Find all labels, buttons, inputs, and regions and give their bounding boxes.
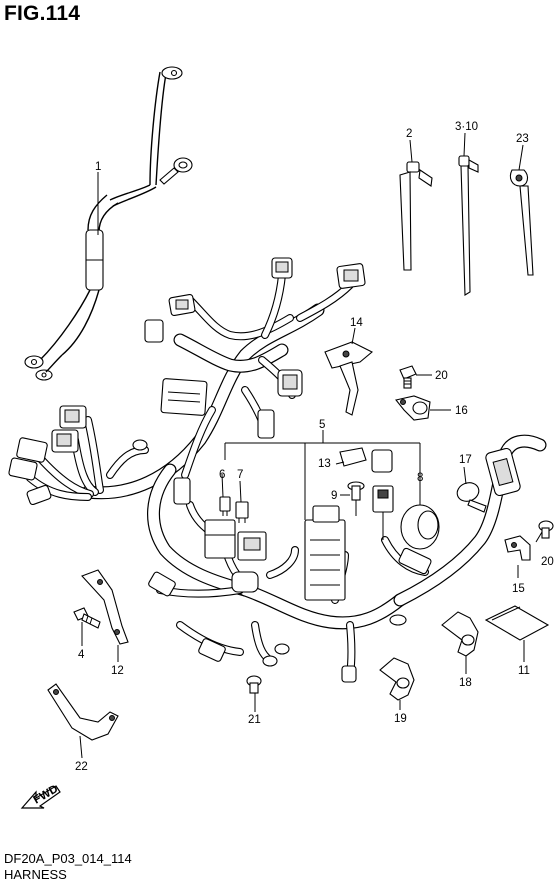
callout-labels: 1 2 3·10 23 14 20 16 5 13 7 6 9 8 17 20 … [75, 121, 554, 773]
clamp-part-19 [379, 657, 415, 701]
relay-part-8 [372, 485, 440, 550]
main-harness-part-5 [8, 257, 547, 683]
bolt-part-20-right [538, 520, 554, 539]
cap-part-13 [339, 447, 393, 473]
callout-13: 13 [318, 458, 331, 470]
fuse-part-6 [219, 496, 231, 516]
callout-15: 15 [512, 583, 525, 595]
callout-8: 8 [417, 472, 423, 484]
callout-16: 16 [455, 405, 468, 417]
callout-12: 12 [111, 665, 124, 677]
callout-11: 11 [518, 665, 530, 677]
callout-20-right: 20 [541, 556, 554, 568]
callout-14: 14 [350, 317, 363, 329]
figure-title: FIG.114 [4, 2, 81, 25]
bracket-part-22 [47, 683, 119, 741]
diagram-name: HARNESS [4, 867, 67, 882]
bolt-part-4 [73, 607, 101, 629]
callout-18: 18 [459, 677, 472, 689]
fuse-part-7 [235, 501, 249, 523]
pin-part-9 [347, 481, 365, 516]
callout-21: 21 [248, 714, 261, 726]
cable-tie-part-3-10 [458, 155, 479, 296]
callout-17: 17 [459, 454, 472, 466]
bolt-part-21 [246, 675, 262, 694]
bracket-part-15 [504, 535, 531, 561]
callout-20-top: 20 [435, 370, 448, 382]
cable-tie-part-2 [399, 161, 433, 271]
ring-tie-part-17 [456, 482, 487, 513]
battery-cable-part [24, 66, 193, 381]
bolt-part-20-top [399, 365, 417, 389]
callout-5: 5 [319, 419, 325, 431]
leader-lines [79, 132, 543, 759]
sheet-part-11 [484, 605, 550, 641]
bracket-part-14 [324, 341, 373, 416]
group-bracket-part-5 [224, 430, 421, 520]
fwd-label: FWD [32, 783, 61, 806]
clamp-tie-part-23 [509, 169, 534, 276]
callout-7: 7 [237, 469, 243, 481]
clamp-part-16 [395, 395, 431, 421]
fwd-arrow-icon: FWD [20, 783, 61, 809]
callout-3-10: 3·10 [455, 121, 478, 133]
bracket-part-12 [81, 569, 129, 645]
callout-22: 22 [75, 761, 88, 773]
callout-6: 6 [219, 469, 225, 481]
callout-9: 9 [331, 490, 337, 502]
callout-1: 1 [95, 161, 101, 173]
clamp-part-18 [441, 611, 479, 657]
callout-4: 4 [78, 649, 85, 661]
callout-23: 23 [516, 133, 529, 145]
diagram-code: DF20A_P03_014_114 [4, 851, 132, 866]
callout-19: 19 [394, 713, 407, 725]
callout-2: 2 [406, 128, 412, 140]
